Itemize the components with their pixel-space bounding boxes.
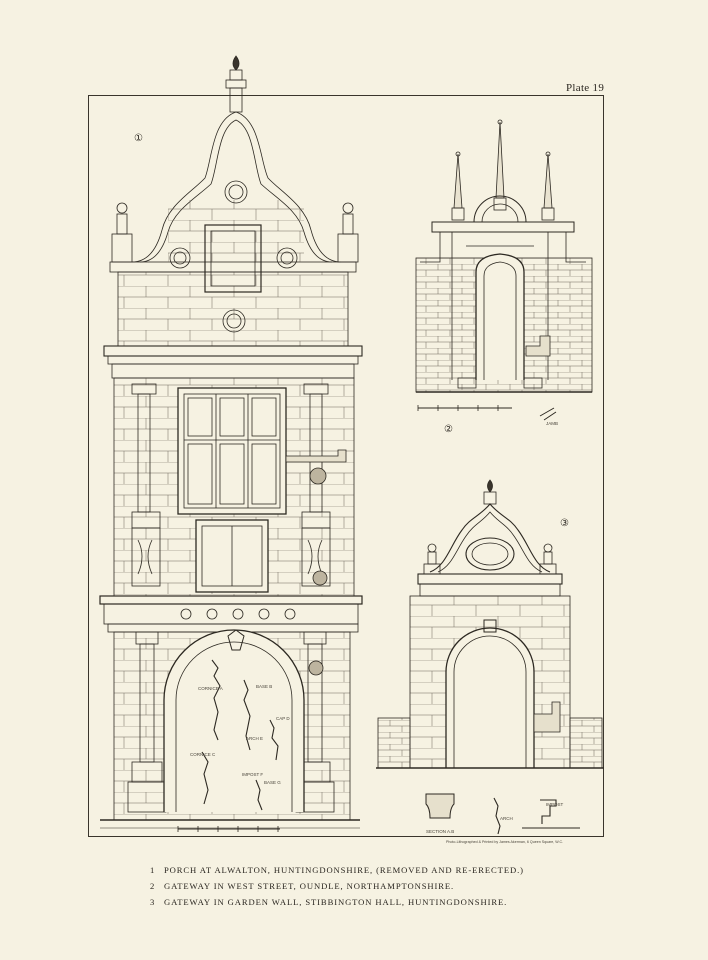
label-cap-d: CAP D [276, 716, 290, 721]
gateway-oundle-drawing [415, 119, 593, 421]
label-section-ab: SECTION A.B [426, 829, 455, 834]
figure-2-marker: ② [444, 424, 453, 435]
label-impost: IMPOST [546, 802, 564, 807]
printer-credit: Photo-Lithographed & Printed by James Ak… [446, 840, 564, 844]
label-impost-f: IMPOST F [242, 772, 264, 777]
label-base-b: BASE B [256, 684, 273, 689]
label-cornice-a: CORNICE A [198, 686, 223, 691]
label-base-g: BASE G [264, 780, 281, 785]
figure-1-marker: ① [134, 133, 143, 144]
label-arch-e: ARCH E [246, 736, 264, 741]
label-cornice-c: CORNICE C [190, 752, 216, 757]
label-arch: ARCH [500, 816, 513, 821]
label-jamb: JAMB [546, 421, 559, 426]
gateway-stibbington-drawing [376, 479, 604, 835]
plate-border [88, 95, 604, 837]
figure-3-marker: ③ [560, 518, 569, 529]
plate-number: Plate 19 [566, 82, 605, 94]
porch-drawing [99, 55, 363, 832]
